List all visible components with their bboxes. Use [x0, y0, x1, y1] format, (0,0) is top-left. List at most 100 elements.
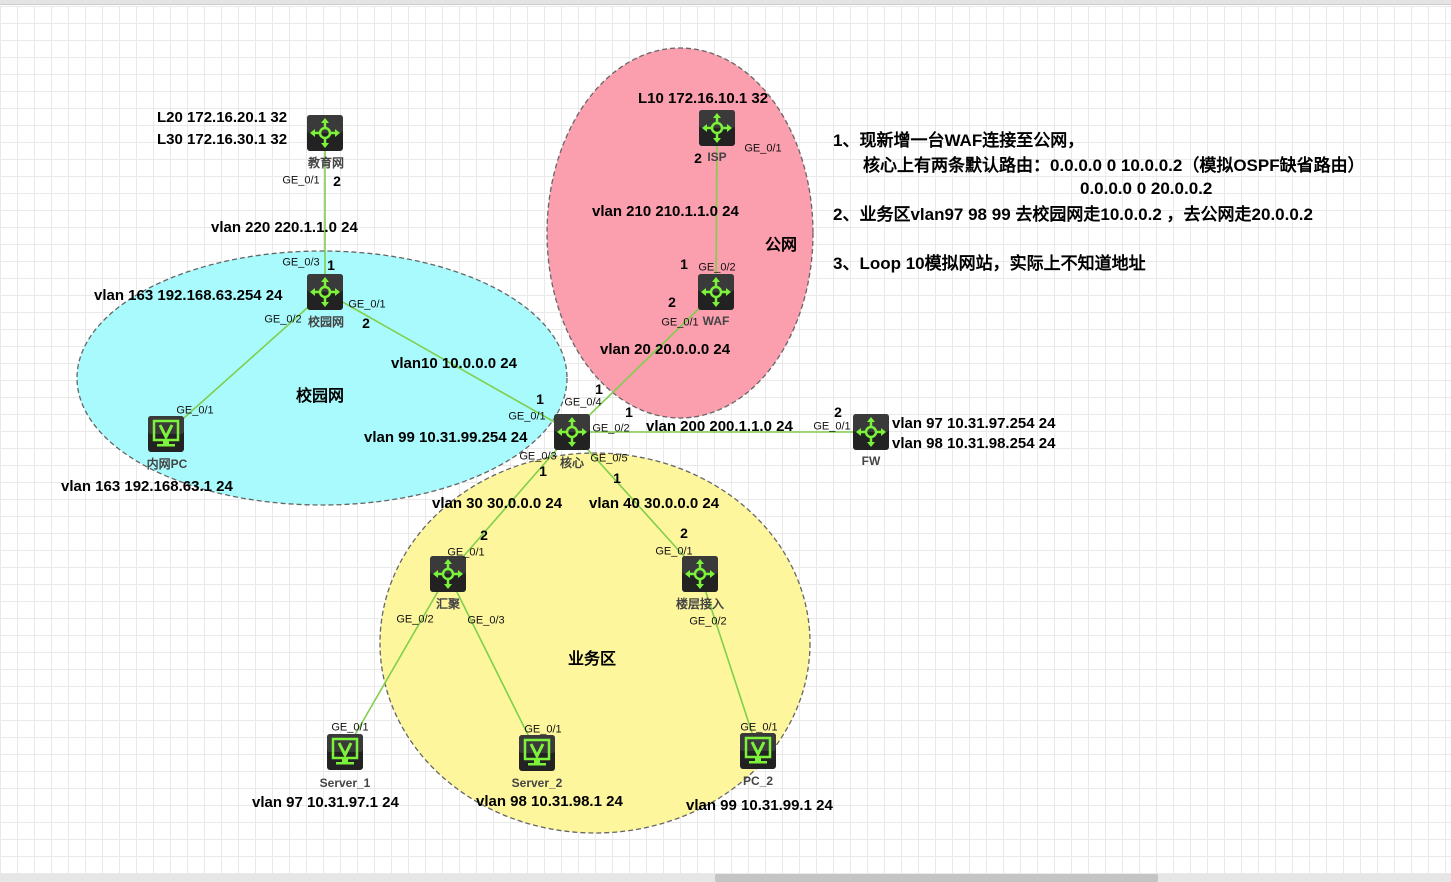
address-label: L10 172.16.10.1 32	[638, 90, 769, 107]
address-label: vlan 163 192.168.63.254 24	[94, 287, 283, 304]
note-line-1c: 0.0.0.0 0 20.0.0.2	[1080, 179, 1213, 198]
address-label: vlan 220 220.1.1.0 24	[211, 219, 358, 236]
port-label: GE_0/3	[282, 256, 320, 269]
port-label: GE_0/1	[655, 545, 693, 558]
device-label-fw: FW	[861, 454, 881, 468]
interface-number: 2	[480, 527, 488, 543]
router-icon-core[interactable]	[554, 414, 590, 450]
address-label: vlan 40 30.0.0.0 24	[589, 495, 720, 512]
interface-number: 1	[327, 257, 335, 273]
device-label-agg: 汇聚	[435, 597, 461, 611]
zone-public	[546, 47, 814, 419]
interface-number: 2	[333, 173, 341, 189]
interface-number: 1	[680, 256, 688, 272]
note-line-1: 1、现新增一台WAF连接至公网，	[833, 131, 1085, 150]
router-icon-fw[interactable]	[853, 414, 889, 450]
zone-label-public: 公网	[764, 237, 798, 254]
interface-number: 2	[694, 150, 702, 166]
note-line-1b: 核心上有两条默认路由：0.0.0.0 0 10.0.0.2（模拟OSPF缺省路由…	[863, 156, 1365, 175]
port-label: GE_0/1	[447, 546, 485, 559]
interface-number: 2	[834, 404, 842, 420]
interface-number: 2	[362, 315, 370, 331]
port-label: GE_0/1	[661, 316, 699, 329]
pc-icon-intranet[interactable]	[148, 416, 184, 452]
port-label: GE_0/2	[689, 615, 727, 628]
device-label-isp: ISP	[707, 150, 727, 164]
port-label: GE_0/1	[744, 142, 782, 155]
window-top-border	[0, 0, 1451, 5]
interface-number: 1	[595, 381, 603, 397]
address-label: L20 172.16.20.1 32	[157, 109, 288, 126]
link-core-waf	[571, 291, 717, 433]
device-label-waf: WAF	[702, 314, 730, 328]
address-label: vlan 163 192.168.63.1 24	[61, 478, 233, 495]
zone-label-business: 业务区	[567, 651, 617, 668]
link-isp-waf	[715, 127, 718, 293]
link-campus-intranetpc	[165, 291, 326, 435]
scrollbar-thumb[interactable]	[715, 874, 1158, 882]
address-label: vlan 97 10.31.97.254 24	[892, 415, 1056, 432]
link-agg-server2	[447, 573, 538, 754]
port-label: GE_0/1	[331, 721, 369, 734]
address-label: vlan 210 210.1.1.0 24	[592, 203, 739, 220]
port-label: GE_0/3	[467, 614, 505, 627]
pc-icon-server1[interactable]	[327, 734, 363, 770]
pc-icon-server2[interactable]	[519, 735, 555, 771]
interface-number: 2	[680, 525, 688, 541]
port-label: GE_0/1	[524, 723, 562, 736]
address-label: vlan 30 30.0.0.0 24	[432, 495, 563, 512]
address-label: vlan 97 10.31.97.1 24	[252, 794, 399, 811]
port-label: GE_0/4	[564, 396, 602, 409]
zone-label-campus: 校园网	[295, 388, 345, 405]
address-label: vlan 20 20.0.0.0 24	[600, 341, 731, 358]
zone-campus	[76, 250, 568, 506]
address-label: vlan10 10.0.0.0 24	[391, 355, 517, 372]
port-label: GE_0/1	[508, 410, 546, 423]
note-line-3: 3、Loop 10模拟网站，实际上不知道地址	[833, 254, 1146, 273]
port-label: GE_0/2	[592, 422, 630, 435]
port-label: GE_0/1	[740, 721, 778, 734]
router-icon-edu[interactable]	[307, 115, 343, 151]
interface-number: 1	[625, 404, 633, 420]
zone-business	[379, 452, 811, 834]
link-core-agg	[447, 431, 573, 575]
port-label: GE_0/5	[590, 452, 628, 465]
port-label: GE_0/1	[176, 404, 214, 417]
device-label-intranet-pc: 内网PC	[146, 457, 188, 471]
device-label-core: 核心	[559, 456, 585, 470]
device-label-campus: 校园网	[307, 315, 345, 329]
device-label-floor: 楼层接入	[675, 597, 725, 611]
address-label: vlan 98 10.31.98.254 24	[892, 435, 1056, 452]
router-icon-campus[interactable]	[307, 274, 343, 310]
device-label-edu: 教育网	[307, 156, 345, 170]
interface-number: 2	[668, 294, 676, 310]
router-icon-agg[interactable]	[430, 556, 466, 592]
port-label: GE_0/1	[813, 420, 851, 433]
port-label: GE_0/1	[348, 298, 386, 311]
device-label-server1: Server_1	[319, 776, 371, 790]
port-label: GE_0/2	[264, 313, 302, 326]
interface-number: 1	[539, 463, 547, 479]
link-floor-pc2	[699, 573, 759, 752]
device-label-pc2: PC_2	[742, 774, 774, 788]
port-label: GE_0/2	[396, 613, 434, 626]
address-label: vlan 98 10.31.98.1 24	[476, 793, 623, 810]
router-icon-floor[interactable]	[682, 556, 718, 592]
device-label-server2: Server_2	[511, 776, 563, 790]
link-campus-core	[324, 291, 573, 433]
pc-icon-pc2[interactable]	[740, 733, 776, 769]
port-label: GE_0/1	[282, 174, 320, 187]
router-icon-waf[interactable]	[698, 274, 734, 310]
address-label: vlan 200 200.1.1.0 24	[646, 418, 793, 435]
interface-number: 1	[613, 470, 621, 486]
port-label: GE_0/3	[519, 450, 557, 463]
interface-number: 1	[536, 391, 544, 407]
note-line-2: 2、业务区vlan97 98 99 去校园网走10.0.0.2 ，去公网走20.…	[833, 205, 1313, 224]
router-icon-isp[interactable]	[699, 110, 735, 146]
address-label: vlan 99 10.31.99.1 24	[686, 797, 833, 814]
address-label: vlan 99 10.31.99.254 24	[364, 429, 528, 446]
link-core-floor	[571, 431, 701, 575]
port-label: GE_0/2	[698, 261, 736, 274]
address-label: L30 172.16.30.1 32	[157, 131, 288, 148]
